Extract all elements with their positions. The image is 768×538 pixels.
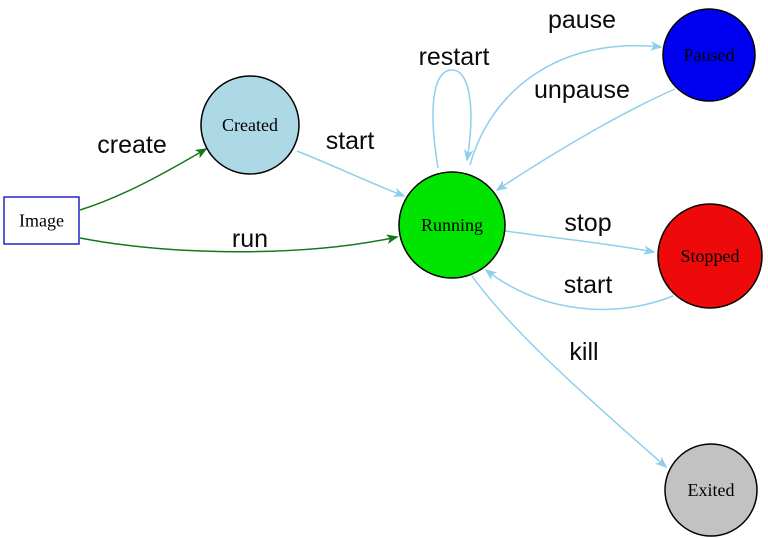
node-label-created: Created bbox=[222, 115, 278, 135]
edge-pause bbox=[469, 41, 663, 166]
node-image: Image bbox=[3, 196, 80, 245]
edge-label-unpause: unpause bbox=[534, 76, 630, 104]
node-running: Running bbox=[398, 171, 506, 279]
node-shape-running bbox=[398, 171, 506, 279]
node-shape-stopped bbox=[657, 203, 763, 309]
edge-unpause bbox=[495, 88, 676, 191]
edge-kill bbox=[471, 275, 668, 469]
node-label-running: Running bbox=[421, 215, 483, 235]
edge-label-create: create bbox=[97, 131, 166, 159]
edge-label-start-stopped: start bbox=[564, 271, 613, 299]
node-paused: Paused bbox=[662, 8, 756, 102]
node-shape-exited bbox=[664, 443, 758, 537]
node-label-stopped: Stopped bbox=[680, 246, 739, 266]
node-label-exited: Exited bbox=[688, 480, 735, 500]
node-shape-image bbox=[3, 196, 80, 245]
edge-restart bbox=[432, 69, 474, 169]
node-shape-paused bbox=[662, 8, 756, 102]
edge-label-stop: stop bbox=[564, 209, 611, 237]
edge-stop bbox=[504, 230, 656, 255]
edge-label-start-created: start bbox=[326, 127, 375, 155]
edge-start-created bbox=[296, 150, 406, 197]
node-label-image: Image bbox=[19, 210, 64, 230]
edge-run bbox=[79, 234, 399, 253]
node-exited: Exited bbox=[664, 443, 758, 537]
edge-label-kill: kill bbox=[569, 338, 598, 366]
edge-label-restart: restart bbox=[419, 43, 490, 71]
edge-start-stopped bbox=[484, 268, 674, 311]
node-shape-created bbox=[200, 75, 300, 175]
edge-label-run: run bbox=[232, 225, 268, 253]
node-stopped: Stopped bbox=[657, 203, 763, 309]
edge-label-pause: pause bbox=[548, 6, 616, 34]
edge-create bbox=[79, 148, 208, 211]
node-label-paused: Paused bbox=[684, 45, 735, 65]
node-created: Created bbox=[200, 75, 300, 175]
